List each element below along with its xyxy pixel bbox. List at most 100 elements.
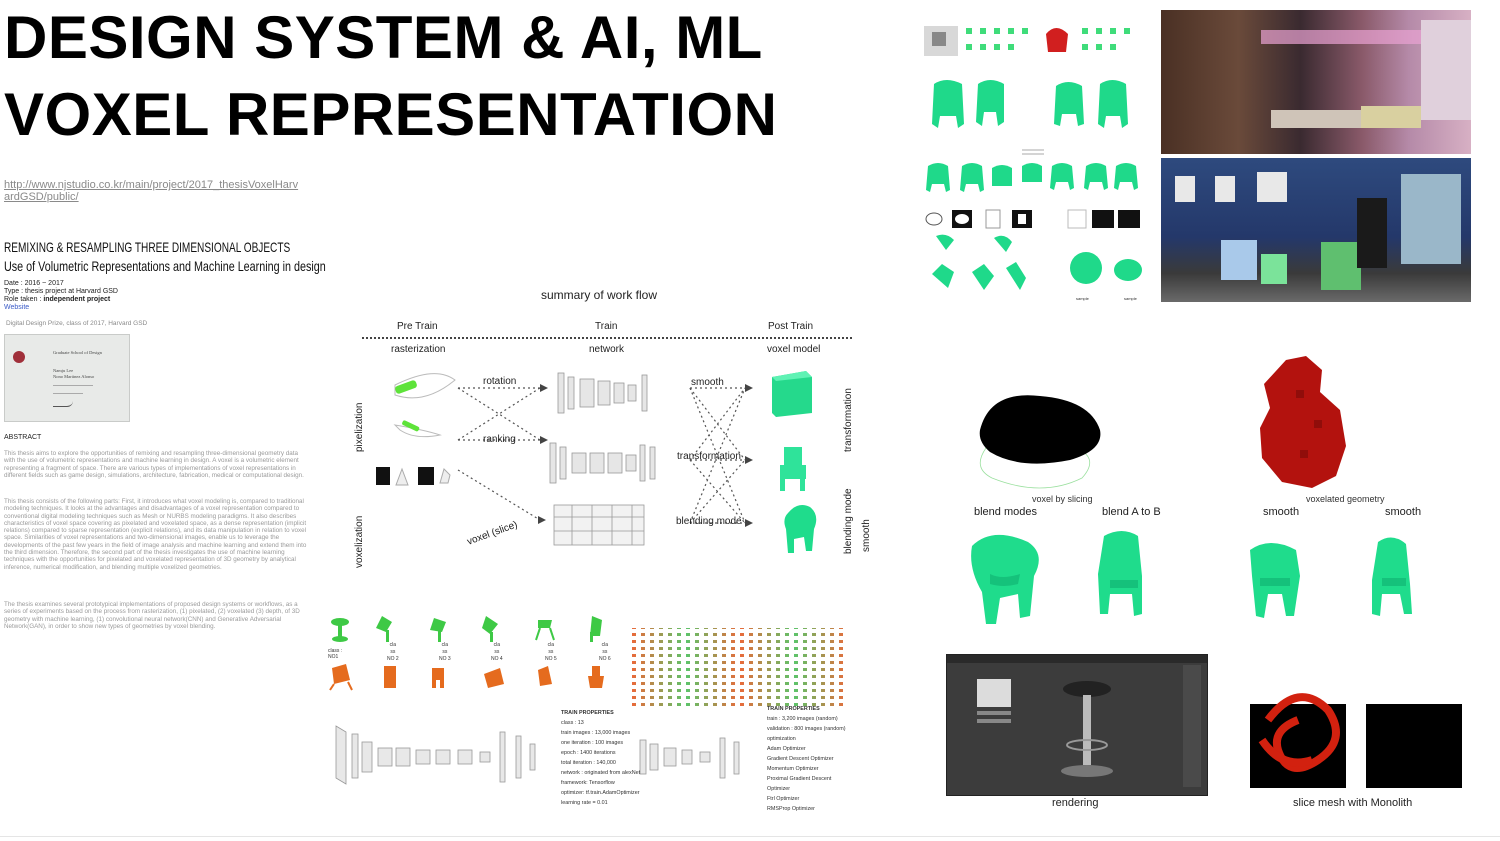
bench <box>1361 106 1421 128</box>
caption-rendering: rendering <box>1052 797 1099 809</box>
class-item-no: NO 5 <box>545 656 557 662</box>
website-link[interactable]: Website <box>4 304 30 311</box>
abstract-paragraph-2: This thesis consists of the following pa… <box>4 498 307 571</box>
green-chair <box>1261 254 1287 284</box>
class-item-2: cla ss NO 2 <box>387 642 399 663</box>
train-line: Optimizer <box>767 786 791 792</box>
voxel-by-slicing-figure <box>979 395 1101 489</box>
voxelated-geometry-figure <box>1260 356 1346 488</box>
certificate-line <box>53 385 93 386</box>
project-subheading: Use of Volumetric Representations and Ma… <box>4 258 326 274</box>
class-value: NO1 <box>328 654 339 660</box>
title-line-2: VOXEL REPRESENTATION <box>4 81 778 148</box>
class-item-6: cla ss NO 6 <box>599 642 611 663</box>
train-line: framework: Tensorflow <box>561 780 615 786</box>
project-heading: REMIXING & RESAMPLING THREE DIMENSIONAL … <box>4 239 291 255</box>
class-item-no: NO 6 <box>599 656 611 662</box>
certificate-line <box>53 393 83 394</box>
train-line: train images : 13,000 images <box>561 730 631 736</box>
caption-blend-modes: blend modes <box>974 506 1037 518</box>
poster <box>1215 176 1235 202</box>
label-transformation: transformation <box>677 451 741 462</box>
side-voxelization: voxelization <box>354 515 365 568</box>
caption-smooth-2: smooth <box>1385 506 1422 518</box>
class-item-sub: ss <box>442 649 448 655</box>
class-item-name: cla <box>441 642 449 648</box>
voxel-results <box>979 356 1346 489</box>
col-train: Train <box>595 321 618 332</box>
role-label: Role taken : <box>4 296 44 303</box>
caption-smooth-1: smooth <box>1263 506 1300 518</box>
network-stack-1 <box>557 372 648 414</box>
slice-mesh-figure <box>1250 693 1462 788</box>
class-item-sub: ss <box>494 649 500 655</box>
train-line: optimizer: tf.train.AdamOptimizer <box>561 790 640 796</box>
certificate-name-2: Nono Martinez Alonso <box>53 374 95 379</box>
train-line: validation : 800 images (random) <box>767 726 846 732</box>
side-pixelization: pixelization <box>354 402 365 452</box>
train-line: Gradient Descent Optimizer <box>767 756 834 762</box>
caption-slice-mesh: slice mesh with Monolith <box>1293 797 1413 809</box>
project-url-link[interactable]: http://www.njstudio.co.kr/main/project/2… <box>4 179 299 203</box>
train-properties-2: TRAIN PROPERTIES train : 3,200 images (r… <box>767 704 846 814</box>
class-item-no: NO 3 <box>439 656 451 662</box>
class-item-name: cla <box>601 642 609 648</box>
role-value: independent project <box>43 296 111 303</box>
voxel-cube <box>772 371 812 417</box>
train-line: class : 13 <box>561 720 584 726</box>
rendering-screenshot <box>946 654 1208 796</box>
stool-render <box>1061 681 1113 777</box>
poster <box>1257 172 1287 202</box>
smooth-chairs-row <box>971 531 1412 624</box>
app-toolbar <box>947 655 1207 663</box>
blue-chair <box>1221 240 1257 280</box>
label-smooth: smooth <box>691 377 724 388</box>
train-properties-1: TRAIN PROPERTIES class : 13 train images… <box>561 708 640 808</box>
panel-row <box>977 719 1011 723</box>
voxel-chair <box>780 447 806 491</box>
window <box>1401 174 1461 264</box>
train-line: Proximal Gradient Descent <box>767 776 832 782</box>
col-post-train: Post Train <box>768 321 814 332</box>
class-item-4: cla ss NO 4 <box>491 642 503 663</box>
train-properties-1-heading: TRAIN PROPERTIES <box>561 710 614 716</box>
class-chair-icons <box>329 616 604 691</box>
project-role: Role taken : independent project <box>4 296 110 304</box>
class-item-name: cla <box>547 642 555 648</box>
label-rotation: rotation <box>483 376 517 387</box>
diploma-certificate: Graduate School of Design Namju Lee Nono… <box>4 334 130 422</box>
sub-network: network <box>589 344 625 355</box>
class-item-no: NO 2 <box>387 656 399 662</box>
network-architecture-diagram <box>335 725 740 785</box>
train-line: optimization <box>767 736 796 742</box>
class-item-name: cla <box>389 642 397 648</box>
workflow-divider <box>362 337 852 339</box>
sub-rasterization: rasterization <box>391 344 446 355</box>
class-item-name: cla <box>493 642 501 648</box>
col-pre-train: Pre Train <box>397 321 438 332</box>
side-transformation: transformation <box>843 388 854 452</box>
project-type: Type : thesis project at Harvard GSD <box>4 288 118 295</box>
workflow-diagram <box>376 371 817 553</box>
exhibition-photo-1 <box>1161 10 1471 154</box>
smooth-chair <box>784 505 817 553</box>
train-line: network : originated from alexNet <box>561 770 641 776</box>
caption-voxelated-geometry: voxelated geometry <box>1306 494 1385 504</box>
train-line: Momentum Optimizer <box>767 766 819 772</box>
label-blending-mode: blending mode <box>676 516 742 527</box>
sub-voxel-model: voxel model <box>767 344 821 355</box>
prize-text: Digital Design Prize, class of 2017, Har… <box>6 320 148 327</box>
raster-thumbnails <box>376 467 451 486</box>
settings-panel <box>977 679 1011 707</box>
poster <box>1175 176 1195 202</box>
panel-row <box>977 711 1011 715</box>
sample-label-left: sample <box>1076 296 1089 301</box>
certificate-name-1: Namju Lee <box>53 368 74 373</box>
abstract-heading: ABSTRACT <box>4 434 42 441</box>
sample-label-right: sample <box>1124 296 1137 301</box>
train-line: total iteration : 140,000 <box>561 760 616 766</box>
chair-collage <box>924 26 1142 290</box>
class-item-sub: ss <box>390 649 396 655</box>
train-line: train : 3,200 images (random) <box>767 716 838 722</box>
class-item-3: cla ss NO 3 <box>439 642 451 663</box>
